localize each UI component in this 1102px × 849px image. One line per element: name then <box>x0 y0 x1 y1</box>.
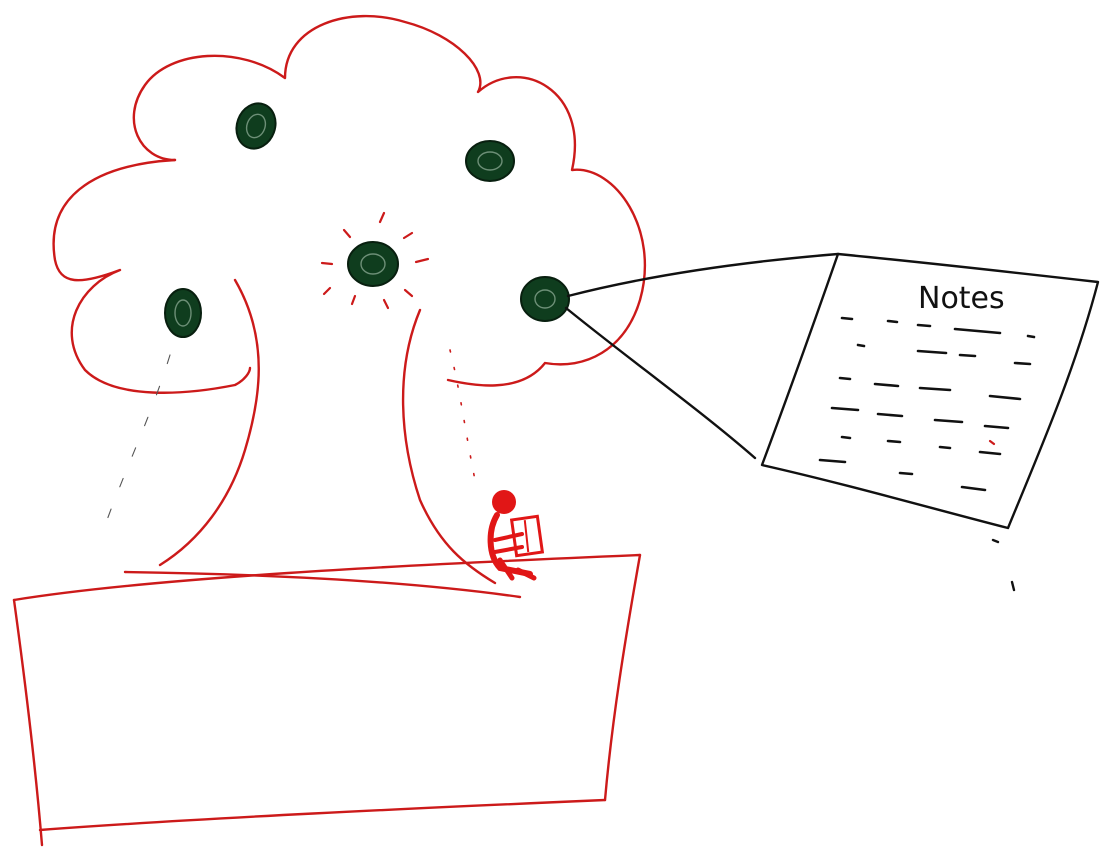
node-left-icon[interactable] <box>165 289 201 337</box>
ground-right <box>605 555 640 800</box>
tree-trunk <box>160 280 495 583</box>
canopy-outline-left <box>54 160 250 393</box>
node-center-highlighted-icon[interactable] <box>322 213 428 308</box>
faint-guide-left <box>100 355 170 540</box>
node-top-right-icon[interactable] <box>466 141 514 181</box>
tree-canopy <box>54 16 645 393</box>
ground-box <box>14 555 640 845</box>
ground-top <box>14 555 640 600</box>
notes-title: Notes <box>918 281 1005 316</box>
person-head <box>492 490 516 514</box>
notes-lines <box>820 318 1034 490</box>
person-body <box>491 515 530 574</box>
trunk-inner-lines <box>450 350 475 480</box>
connector-lower <box>566 308 755 458</box>
node-to-notes-connector <box>566 254 838 458</box>
canopy-outline <box>134 16 645 385</box>
node-right-linked-icon[interactable] <box>521 277 569 321</box>
connector-upper <box>568 254 838 296</box>
person-legs <box>500 560 534 578</box>
node-top-left-icon[interactable] <box>230 98 281 154</box>
ground-left <box>14 600 42 845</box>
ground-top-inner <box>125 572 520 597</box>
canopy-nodes <box>165 98 569 337</box>
faint-guides <box>100 355 170 540</box>
person-reading-icon <box>491 490 543 578</box>
ground-bottom <box>40 800 605 830</box>
notes-red-mark <box>990 441 994 444</box>
stray-marks <box>993 540 1014 590</box>
notes-panel[interactable]: Notes <box>762 254 1098 528</box>
trunk-right-edge <box>403 310 495 583</box>
person-arms <box>495 534 522 552</box>
